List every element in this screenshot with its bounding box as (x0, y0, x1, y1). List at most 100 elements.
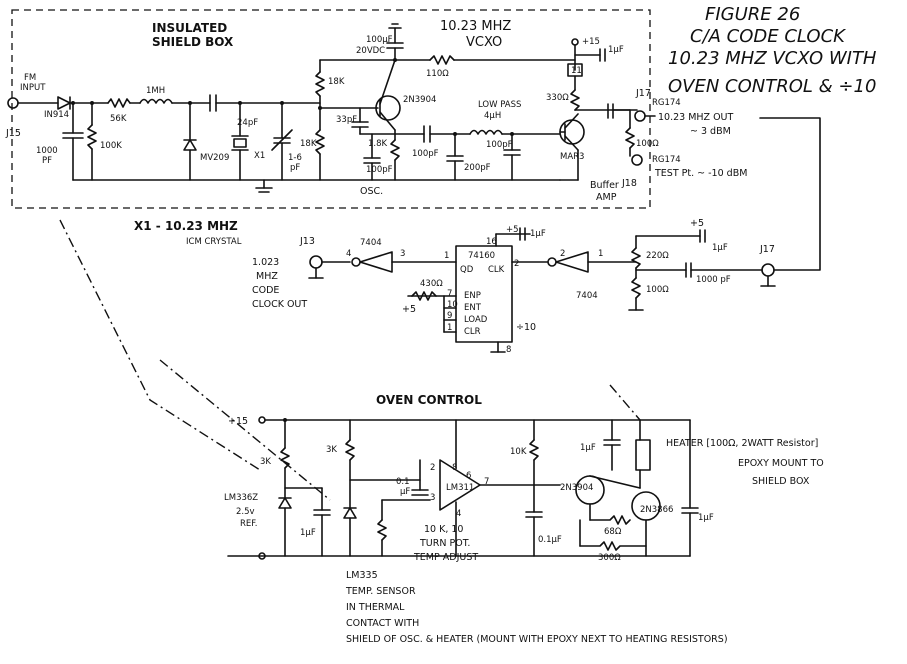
svg-text:18K: 18K (300, 139, 317, 149)
svg-text:3K: 3K (326, 445, 337, 455)
svg-text:11: 11 (571, 66, 582, 76)
svg-text:J18: J18 (621, 178, 637, 189)
svg-text:LM311: LM311 (446, 483, 474, 493)
svg-text:1: 1 (598, 249, 603, 259)
svg-text:3K: 3K (260, 457, 271, 467)
svg-text:3: 3 (400, 249, 405, 259)
svg-text:LOW PASS: LOW PASS (478, 100, 521, 110)
svg-text:33pF: 33pF (336, 115, 357, 125)
svg-text:7: 7 (484, 477, 489, 487)
svg-text:Buffer: Buffer (590, 180, 619, 191)
svg-text:1000: 1000 (36, 146, 58, 156)
svg-text:100pF: 100pF (486, 140, 513, 150)
svg-text:pF: pF (290, 163, 300, 173)
svg-text:430Ω: 430Ω (420, 279, 443, 289)
svg-text:RG174: RG174 (652, 155, 681, 165)
svg-text:18K: 18K (328, 77, 345, 87)
diode-in914 (57, 96, 71, 110)
svg-text:8: 8 (506, 345, 511, 355)
svg-text:200pF: 200pF (464, 163, 491, 173)
inverter-7404-a (359, 251, 393, 273)
svg-text:1: 1 (444, 251, 449, 261)
svg-text:ENP: ENP (464, 291, 481, 301)
thermal-link-right (609, 384, 641, 421)
svg-text:1-6: 1-6 (288, 153, 302, 163)
svg-text:10 K, 10: 10 K, 10 (424, 524, 463, 535)
svg-text:+5: +5 (506, 225, 519, 235)
svg-text:7404: 7404 (576, 291, 598, 301)
svg-text:2: 2 (514, 259, 519, 269)
transistor-2n3904-osc (375, 95, 401, 121)
svg-text:1: 1 (447, 323, 452, 333)
svg-text:1μF: 1μF (712, 243, 728, 253)
svg-text:4: 4 (346, 249, 351, 259)
svg-text:2: 2 (560, 249, 565, 259)
svg-text:56K: 56K (110, 114, 127, 124)
svg-text:MV209: MV209 (200, 153, 229, 163)
svg-text:1μF: 1μF (608, 45, 624, 55)
svg-text:CLOCK OUT: CLOCK OUT (252, 299, 307, 310)
svg-text:1MH: 1MH (146, 86, 165, 96)
varactor-mv209 (183, 139, 197, 151)
svg-text:16: 16 (486, 237, 497, 247)
svg-text:10K: 10K (510, 447, 527, 457)
svg-text:74160: 74160 (468, 251, 495, 261)
svg-text:2N3904: 2N3904 (403, 95, 436, 105)
svg-text:+5: +5 (402, 304, 416, 315)
osc-label: OSC. (360, 186, 383, 197)
svg-text:÷10: ÷10 (516, 322, 536, 333)
svg-text:AMP: AMP (596, 192, 617, 203)
svg-text:X1 - 10.23 MHZ: X1 - 10.23 MHZ (134, 219, 238, 233)
svg-text:100μF: 100μF (366, 35, 393, 45)
svg-text:IN THERMAL: IN THERMAL (346, 602, 405, 613)
svg-text:4: 4 (456, 509, 461, 519)
svg-text:OVEN CONTROL: OVEN CONTROL (376, 393, 482, 407)
svg-text:6: 6 (466, 471, 471, 481)
svg-text:C/A CODE CLOCK: C/A CODE CLOCK (690, 26, 846, 47)
svg-text:220Ω: 220Ω (646, 251, 669, 261)
svg-text:FIGURE 26: FIGURE 26 (705, 4, 800, 25)
svg-text:1.8K: 1.8K (368, 139, 388, 149)
chip-74160 (455, 245, 513, 343)
figure-title: FIGURE 26 C/A CODE CLOCK 10.23 MHZ VCXO … (668, 4, 877, 97)
heater-resistor (635, 439, 651, 471)
svg-text:SHIELD OF OSC. & HEATER (MOUNT: SHIELD OF OSC. & HEATER (MOUNT WITH EPOX… (346, 634, 728, 645)
svg-text:J13: J13 (299, 236, 315, 247)
lm311-comparator (439, 459, 481, 511)
svg-text:QD: QD (460, 265, 474, 275)
svg-text:1μF: 1μF (580, 443, 596, 453)
svg-text:+15: +15 (582, 37, 600, 47)
svg-text:3: 3 (430, 493, 435, 503)
svg-text:X1: X1 (254, 151, 265, 161)
svg-text:24pF: 24pF (237, 118, 258, 128)
j18-test-jack (631, 154, 643, 166)
svg-text:OVEN CONTROL & ÷10: OVEN CONTROL & ÷10 (668, 76, 876, 97)
svg-text:2: 2 (430, 463, 435, 473)
svg-text:J15: J15 (5, 128, 21, 139)
svg-text:CLK: CLK (488, 265, 505, 275)
svg-text:7404: 7404 (360, 238, 382, 248)
svg-text:TEMP ADJUST: TEMP ADJUST (413, 552, 478, 563)
svg-text:REF.: REF. (240, 519, 258, 529)
svg-text:+15: +15 (228, 416, 248, 427)
svg-text:RG174: RG174 (652, 98, 681, 108)
svg-text:CLR: CLR (464, 327, 481, 337)
svg-text:0.1μF: 0.1μF (538, 535, 562, 545)
svg-text:PF: PF (42, 156, 52, 166)
rf-outputs: J17 RG174 10.23 MHZ OUT ~ 3 dBM 100Ω RG1… (621, 88, 747, 189)
svg-text:CONTACT WITH: CONTACT WITH (346, 618, 419, 629)
lm335-sensor (343, 507, 357, 519)
svg-text:LM335: LM335 (346, 570, 378, 581)
svg-text:MAR3: MAR3 (560, 152, 584, 162)
svg-text:10: 10 (447, 300, 458, 310)
svg-text:9: 9 (447, 311, 452, 321)
svg-text:2.5v: 2.5v (236, 507, 255, 517)
j15-jack (7, 97, 19, 109)
svg-text:110Ω: 110Ω (426, 69, 449, 79)
svg-text:1μF: 1μF (530, 229, 546, 239)
vcxo-freq: 10.23 MHZ (440, 19, 511, 34)
svg-text:100Ω: 100Ω (646, 285, 669, 295)
svg-text:7: 7 (447, 289, 452, 299)
svg-text:100Ω: 100Ω (636, 139, 659, 149)
svg-text:2N3904: 2N3904 (560, 483, 593, 493)
